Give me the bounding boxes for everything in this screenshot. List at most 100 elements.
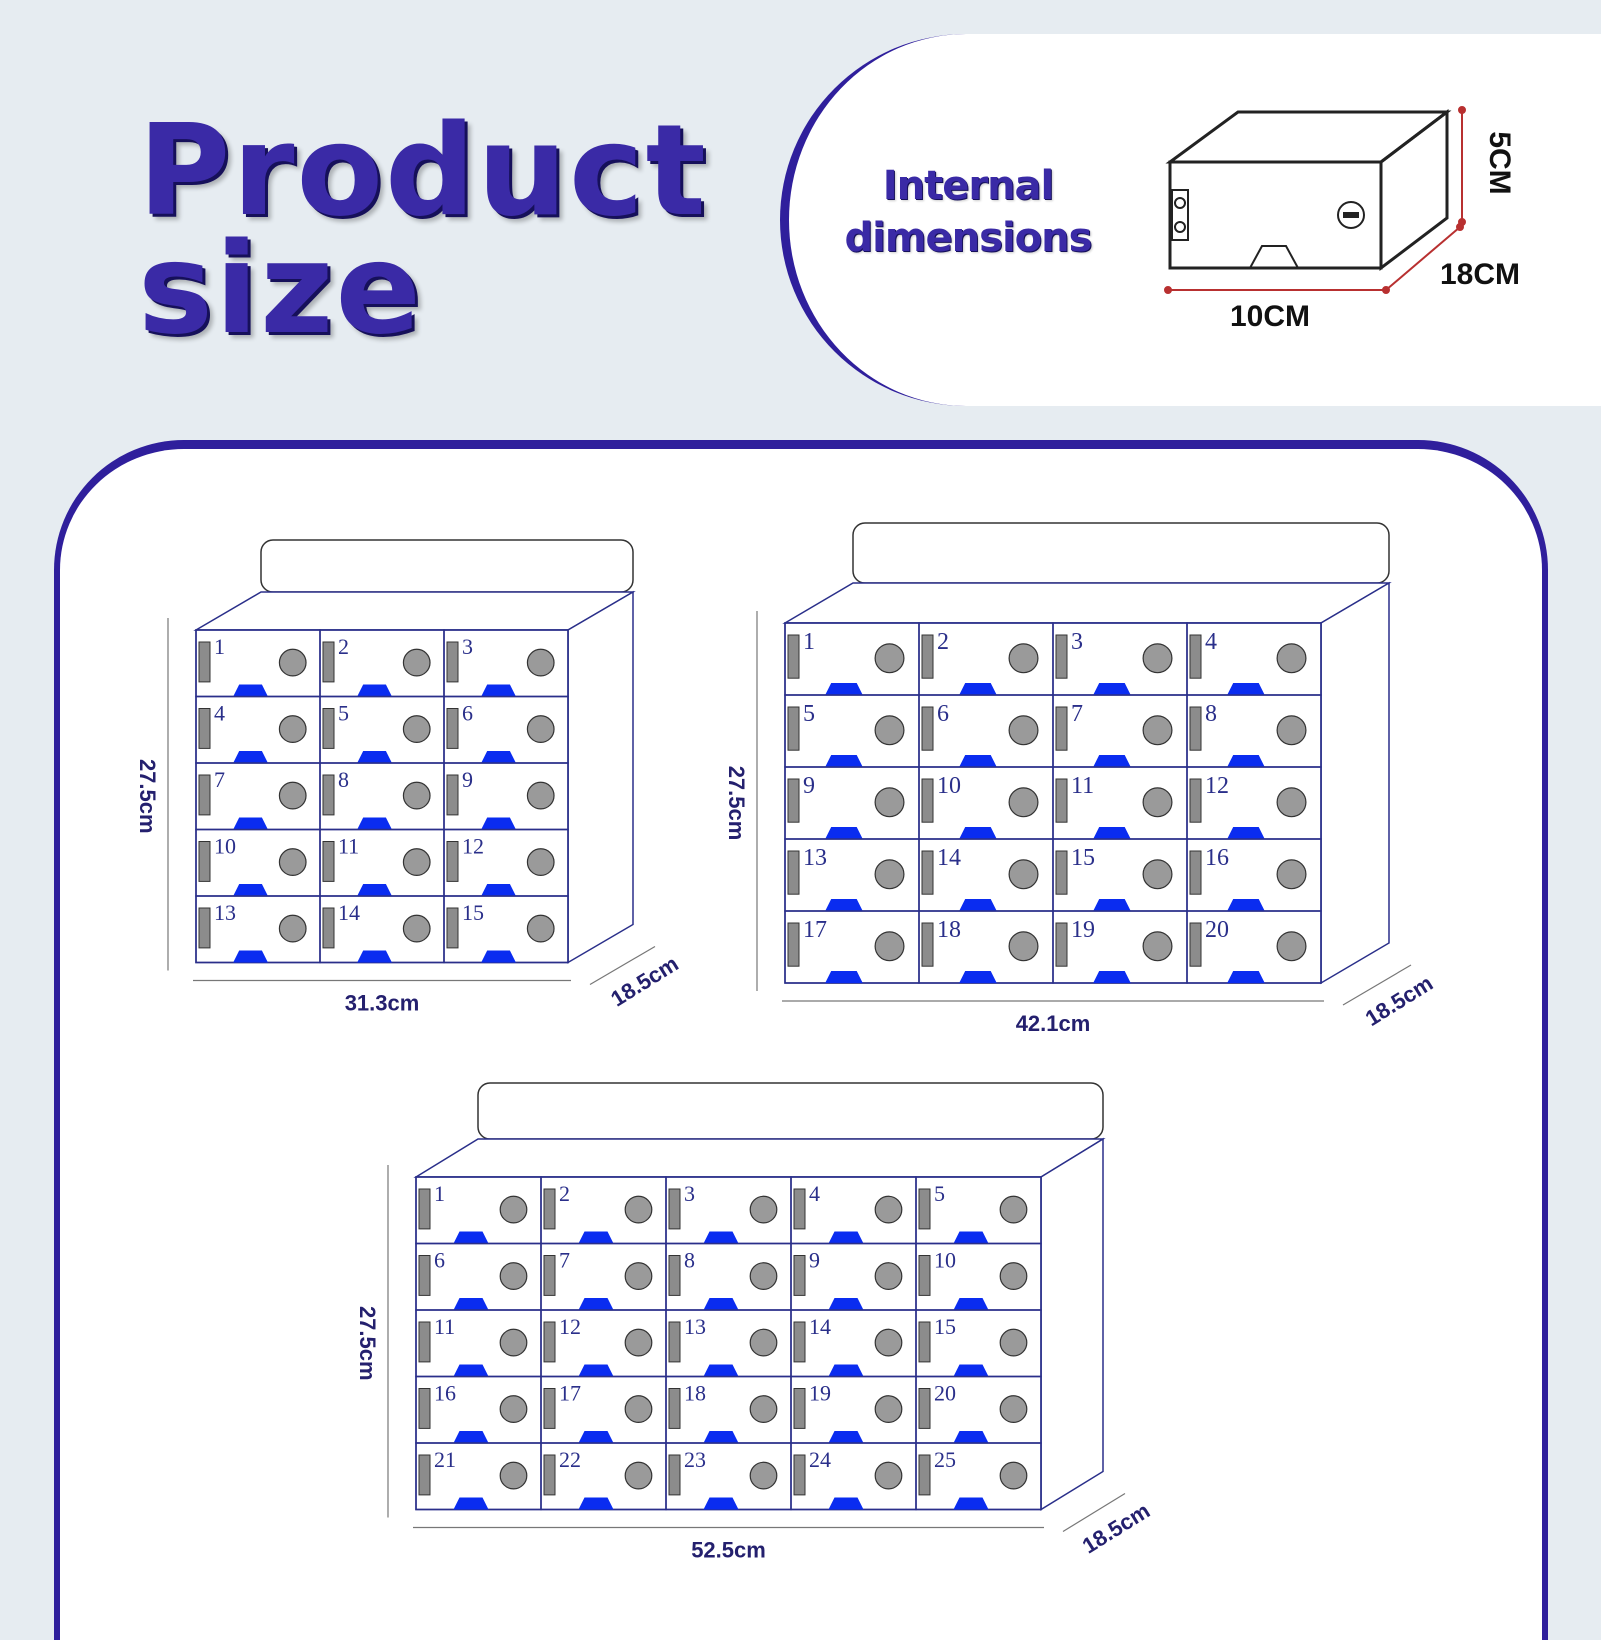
tray-handle xyxy=(825,755,863,767)
door-number: 17 xyxy=(803,917,827,943)
tray-handle xyxy=(1227,827,1265,839)
tray-handle xyxy=(1227,971,1265,983)
tray-handle xyxy=(233,884,268,896)
door-number: 3 xyxy=(1071,629,1083,655)
locker-door: 12 xyxy=(443,828,569,897)
hinge-icon xyxy=(322,841,335,882)
hinge-icon xyxy=(418,1321,431,1363)
hinge-icon xyxy=(1055,778,1068,823)
door-number: 11 xyxy=(434,1314,455,1339)
hinge-hole-bottom xyxy=(1174,221,1186,233)
title-line-1: Product xyxy=(138,97,708,244)
locker-door: 11 xyxy=(319,828,445,897)
door-number: 9 xyxy=(803,773,815,799)
lock-icon xyxy=(278,648,307,677)
door-number: 8 xyxy=(1205,701,1217,727)
lock-keyhole-icon xyxy=(1337,201,1365,229)
lock-icon xyxy=(999,1195,1028,1224)
lock-icon xyxy=(402,914,431,943)
locker-door: 4 xyxy=(195,695,321,764)
hinge-icon xyxy=(1189,850,1202,895)
locker-door: 21 xyxy=(415,1442,542,1511)
tray-handle xyxy=(959,827,997,839)
door-number: 6 xyxy=(462,701,473,726)
hinge-icon xyxy=(446,641,459,683)
door-number: 11 xyxy=(1071,773,1094,799)
door-number: 5 xyxy=(803,701,815,727)
height-dim-label: 27.5cm xyxy=(135,759,160,834)
door-number: 12 xyxy=(559,1314,581,1339)
tray-handle xyxy=(953,1497,989,1510)
hinge-icon xyxy=(1055,850,1068,895)
hinge-icon xyxy=(446,774,459,816)
lock-icon xyxy=(1008,931,1039,962)
tray-handle xyxy=(453,1364,489,1377)
cabinet-top xyxy=(193,591,636,631)
tray-handle xyxy=(953,1431,989,1443)
door-number: 4 xyxy=(214,701,225,726)
lock-icon xyxy=(402,715,431,743)
tray-handle xyxy=(453,1431,489,1443)
hinge-icon xyxy=(543,1388,556,1429)
lock-icon xyxy=(999,1328,1028,1357)
lock-icon xyxy=(1008,859,1039,890)
lock-slot xyxy=(1343,212,1359,218)
door-number: 19 xyxy=(809,1381,831,1406)
door-number: 4 xyxy=(1205,629,1217,655)
locker-door: 20 xyxy=(1186,910,1322,984)
locker-door: 25 xyxy=(915,1442,1042,1511)
hinge-icon xyxy=(322,641,335,683)
depth-dim-label: 18.5cm xyxy=(1361,970,1438,1031)
lock-icon xyxy=(624,1461,653,1490)
width-dim-label: 31.3cm xyxy=(345,991,420,1016)
title-line-2: size xyxy=(138,215,423,362)
door-number: 20 xyxy=(1205,917,1229,943)
depth-dim-line xyxy=(1062,1492,1126,1533)
internal-dimensions-label: Internal dimensions xyxy=(818,160,1118,264)
locker-door: 23 xyxy=(665,1442,792,1511)
tray-handle xyxy=(357,684,392,697)
tray-handle xyxy=(357,950,392,963)
lock-icon xyxy=(749,1461,778,1490)
tray-handle xyxy=(825,827,863,839)
lock-icon xyxy=(749,1395,778,1423)
locker-door: 12 xyxy=(1186,766,1322,840)
tray-handle xyxy=(1227,683,1265,695)
hinge-icon xyxy=(543,1454,556,1496)
hinge-icon xyxy=(1189,706,1202,751)
height-dim-label: 27.5cm xyxy=(724,766,749,841)
door-number: 6 xyxy=(434,1248,445,1273)
tray-handle xyxy=(1093,899,1131,911)
door-number: 14 xyxy=(338,900,360,925)
lock-icon xyxy=(624,1395,653,1423)
tray-handle xyxy=(233,684,268,697)
lock-icon xyxy=(624,1195,653,1224)
cabinet-top xyxy=(413,1138,1106,1178)
door-number: 1 xyxy=(214,634,225,659)
door-number: 10 xyxy=(214,834,236,859)
depth-line xyxy=(1385,226,1461,291)
depth-dim-label: 18.5cm xyxy=(1078,1498,1155,1559)
hinge-icon xyxy=(322,708,335,749)
lock-icon xyxy=(874,1395,903,1423)
lock-icon xyxy=(874,787,905,818)
tray-handle xyxy=(959,683,997,695)
lock-icon xyxy=(278,848,307,876)
lock-icon xyxy=(499,1262,528,1290)
locker-door: 8 xyxy=(665,1242,792,1311)
compartment-side xyxy=(1379,108,1449,272)
cabinet-top xyxy=(782,582,1392,624)
tray-handle xyxy=(453,1231,489,1244)
lock-icon xyxy=(874,1195,903,1224)
cabinet-side xyxy=(1040,1137,1104,1511)
compartment-tray xyxy=(1249,245,1299,269)
hinge-icon xyxy=(418,1188,431,1230)
tray-handle xyxy=(953,1231,989,1244)
door-number: 3 xyxy=(684,1181,695,1206)
door-number: 15 xyxy=(1071,845,1095,871)
hinge-icon xyxy=(668,1321,681,1363)
tray-handle xyxy=(959,755,997,767)
hinge-icon xyxy=(918,1454,931,1496)
